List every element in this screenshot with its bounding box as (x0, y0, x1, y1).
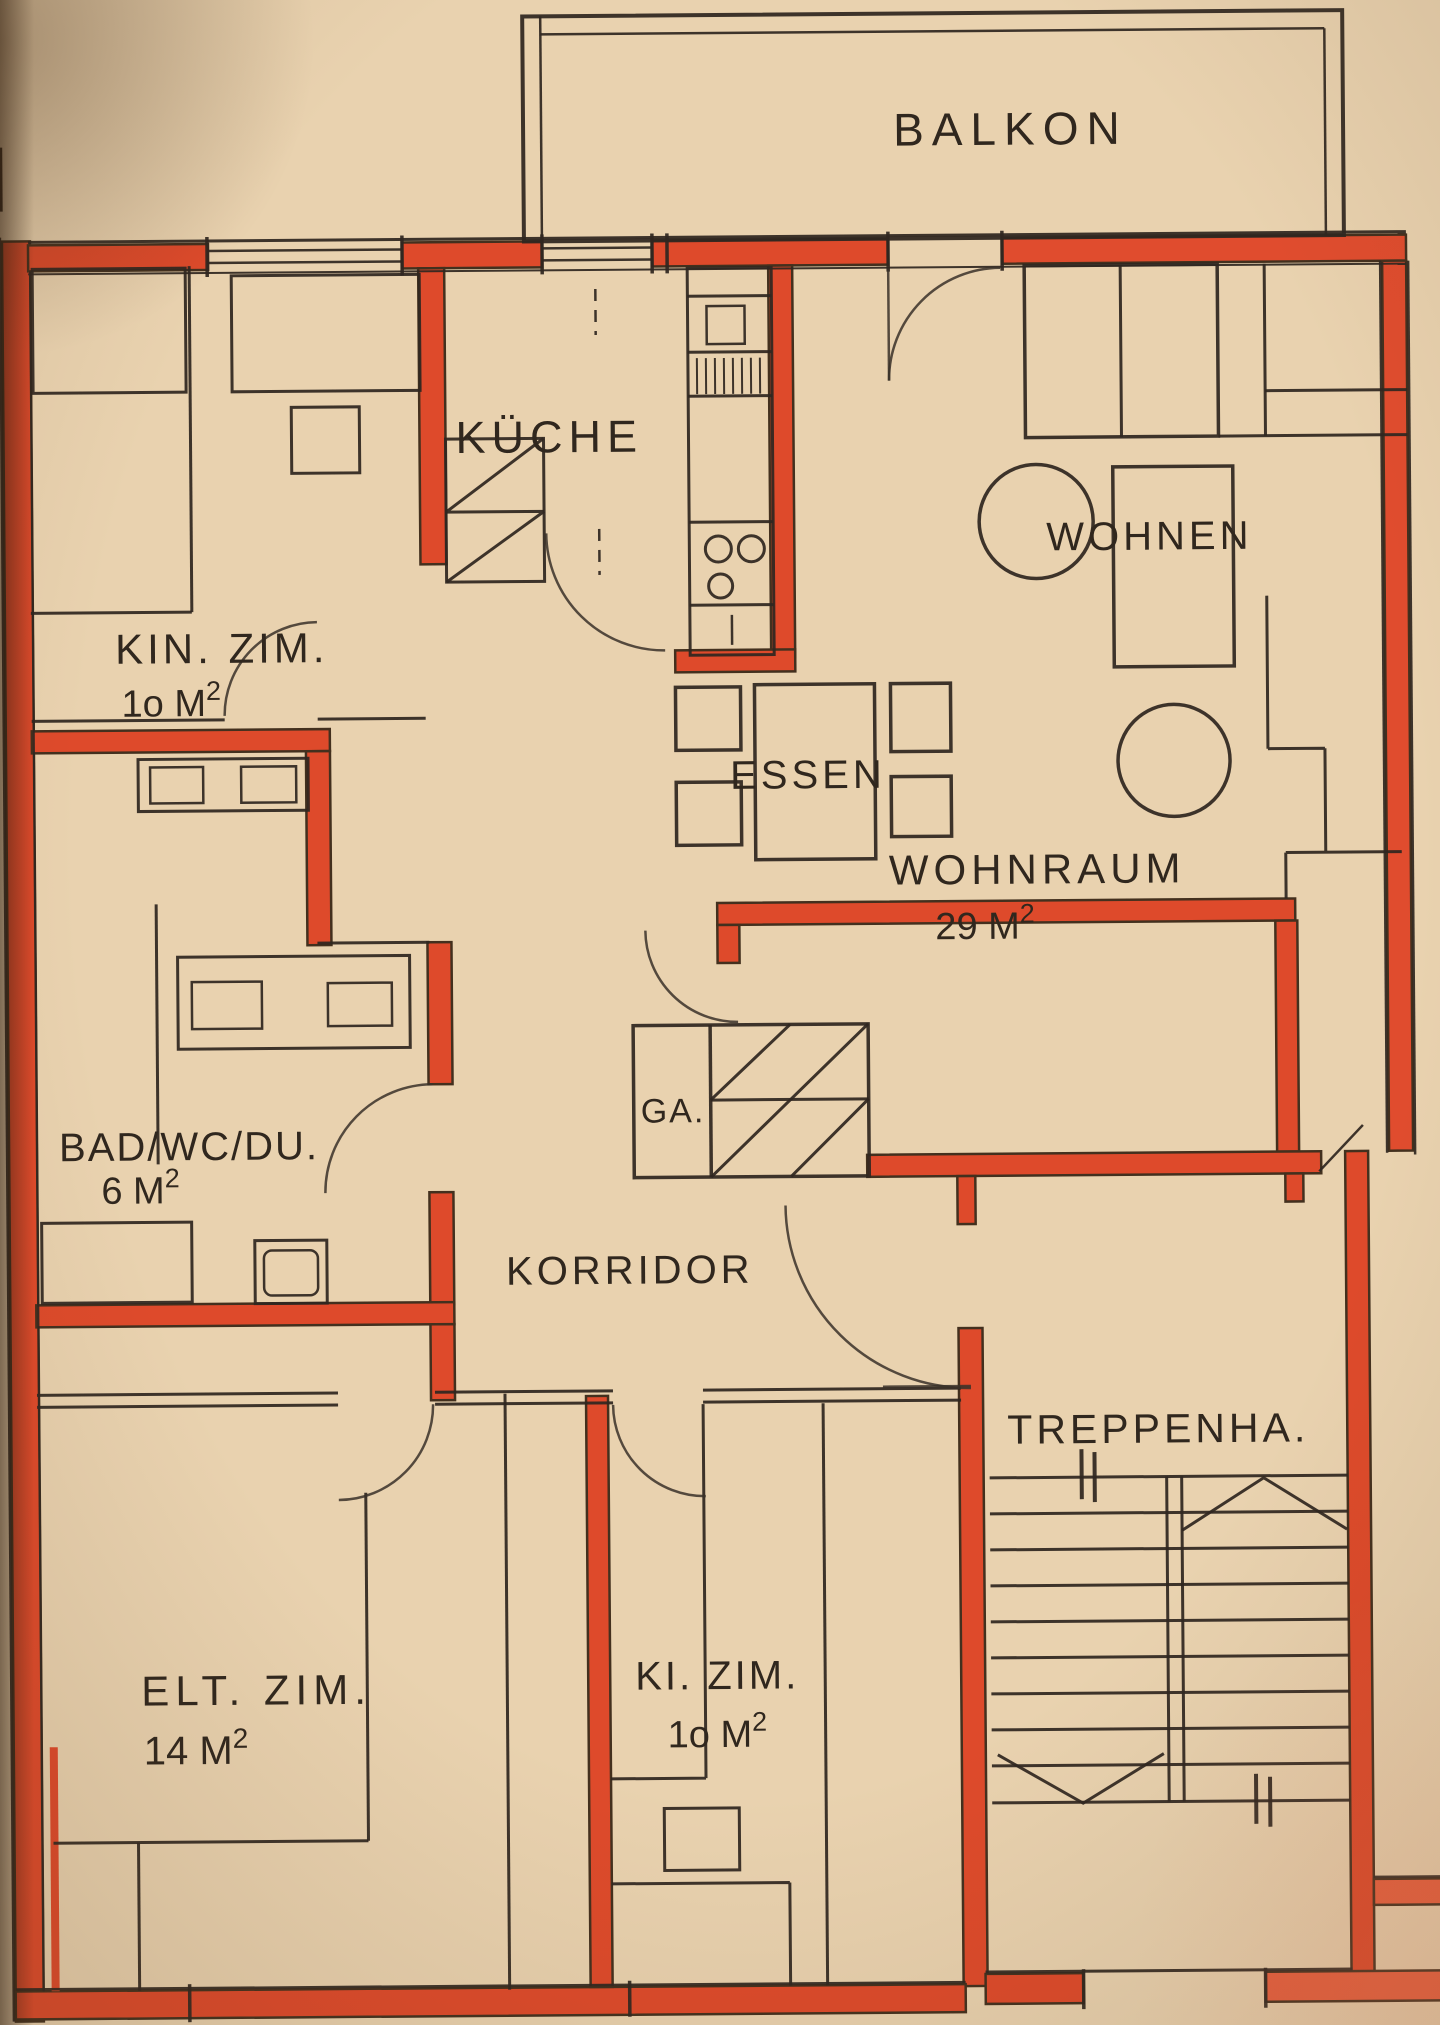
photo-effects (0, 0, 1440, 2025)
floor-plan-photo: BALKON KÜCHE WOHNEN KIN. ZIM. 1o M2 ESSE… (0, 0, 1440, 2025)
floor-plan-drawing: BALKON KÜCHE WOHNEN KIN. ZIM. 1o M2 ESSE… (0, 0, 1440, 2025)
